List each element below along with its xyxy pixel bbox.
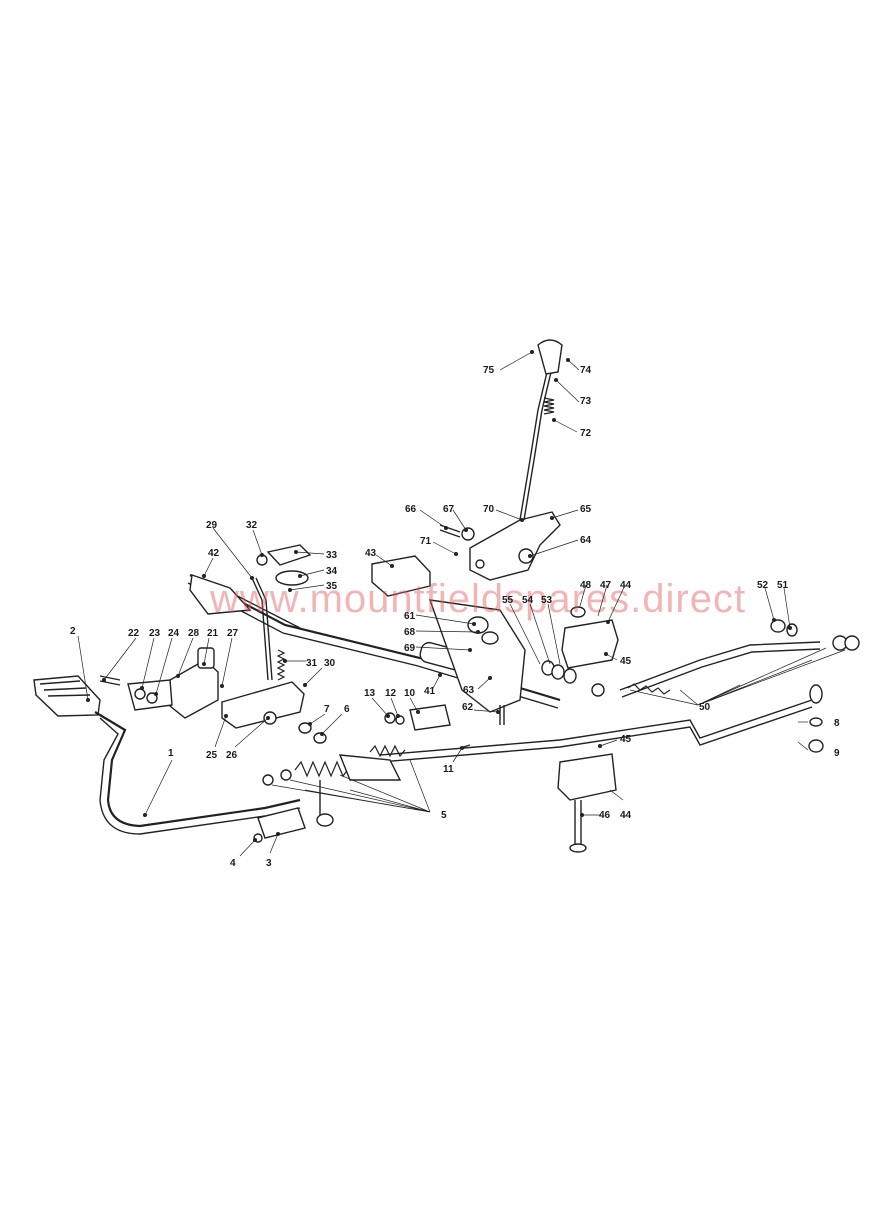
label-part-1: 1 bbox=[168, 748, 174, 759]
label-part-6: 6 bbox=[344, 704, 350, 715]
label-part-12: 12 bbox=[385, 688, 397, 699]
label-part-65: 65 bbox=[580, 504, 592, 515]
label-part-42: 42 bbox=[208, 548, 220, 559]
watermark-text: www.mountfieldspares.direct bbox=[209, 577, 746, 621]
block-43 bbox=[371, 555, 431, 597]
label-part-11: 11 bbox=[443, 764, 454, 775]
leader-lines bbox=[77, 351, 846, 857]
label-part-29: 29 bbox=[206, 520, 218, 531]
label-part-71: 71 bbox=[420, 536, 432, 547]
label-part-4: 4 bbox=[230, 858, 236, 869]
label-part-10: 10 bbox=[404, 688, 416, 699]
label-part-26: 26 bbox=[226, 750, 238, 761]
label-part-74: 74 bbox=[580, 365, 592, 376]
label-part-45-lower: 45 bbox=[620, 734, 632, 745]
label-part-75: 75 bbox=[483, 365, 495, 376]
label-part-33: 33 bbox=[326, 550, 338, 561]
label-part-67: 67 bbox=[443, 504, 455, 515]
shift-lever bbox=[519, 339, 563, 521]
label-part-21: 21 bbox=[207, 628, 219, 639]
label-part-28: 28 bbox=[188, 628, 200, 639]
washers-51-52 bbox=[770, 619, 798, 637]
fasteners-8-9 bbox=[808, 717, 824, 753]
label-part-68: 68 bbox=[404, 627, 416, 638]
label-part-61: 61 bbox=[404, 611, 416, 622]
lever-42 bbox=[189, 574, 252, 615]
label-part-70: 70 bbox=[483, 504, 495, 515]
label-part-46: 46 bbox=[599, 810, 611, 821]
label-part-30: 30 bbox=[324, 658, 336, 669]
label-part-31: 31 bbox=[306, 658, 318, 669]
label-part-55: 55 bbox=[502, 595, 514, 606]
pedal-assembly bbox=[33, 675, 301, 835]
plate-26 bbox=[221, 681, 305, 729]
label-part-44-upper: 44 bbox=[620, 580, 632, 591]
label-part-22: 22 bbox=[128, 628, 140, 639]
part-number-labels: 1 2 3 4 5 6 7 8 9 10 11 12 13 21 22 23 2… bbox=[70, 365, 840, 869]
label-part-72: 72 bbox=[580, 428, 592, 439]
label-part-54: 54 bbox=[522, 595, 534, 606]
label-part-64: 64 bbox=[580, 535, 592, 546]
label-part-34: 34 bbox=[326, 566, 338, 577]
label-part-41: 41 bbox=[424, 686, 436, 697]
cam-plate-65 bbox=[469, 511, 561, 581]
label-part-45-upper: 45 bbox=[620, 656, 632, 667]
label-part-25: 25 bbox=[206, 750, 218, 761]
pedal-pad-33 bbox=[256, 544, 312, 586]
label-part-62: 62 bbox=[462, 702, 474, 713]
bolt-22 bbox=[99, 675, 158, 704]
label-part-24: 24 bbox=[168, 628, 180, 639]
label-part-73: 73 bbox=[580, 396, 592, 407]
rod-50 bbox=[379, 635, 860, 763]
label-part-53: 53 bbox=[541, 595, 553, 606]
rod-29 bbox=[251, 577, 286, 681]
label-part-66: 66 bbox=[405, 504, 417, 515]
washers-53-55 bbox=[541, 660, 605, 697]
label-part-69: 69 bbox=[404, 643, 416, 654]
spring-assembly-5 bbox=[262, 744, 406, 827]
label-part-13: 13 bbox=[364, 688, 376, 699]
label-part-35: 35 bbox=[326, 581, 338, 592]
bracket-61 bbox=[428, 599, 526, 713]
label-part-51: 51 bbox=[777, 580, 789, 591]
label-part-43: 43 bbox=[365, 548, 377, 559]
leader-dots bbox=[86, 350, 792, 842]
mount-44-lower bbox=[557, 753, 617, 853]
label-part-32: 32 bbox=[246, 520, 258, 531]
label-part-44-lower: 44 bbox=[620, 810, 632, 821]
label-part-50: 50 bbox=[699, 702, 711, 713]
label-part-2: 2 bbox=[70, 626, 76, 637]
label-part-9: 9 bbox=[834, 748, 840, 759]
label-part-63: 63 bbox=[463, 685, 475, 696]
label-part-7: 7 bbox=[324, 704, 330, 715]
mount-44-upper bbox=[561, 606, 619, 669]
label-part-3: 3 bbox=[266, 858, 272, 869]
bracket-10 bbox=[384, 704, 451, 731]
label-part-8: 8 bbox=[834, 718, 840, 729]
label-part-5: 5 bbox=[441, 810, 447, 821]
bracket-21 bbox=[127, 647, 219, 719]
label-part-48: 48 bbox=[580, 580, 592, 591]
label-part-47: 47 bbox=[600, 580, 612, 591]
label-part-27: 27 bbox=[227, 628, 239, 639]
label-part-23: 23 bbox=[149, 628, 161, 639]
label-part-52: 52 bbox=[757, 580, 769, 591]
bracket-3 bbox=[253, 807, 306, 843]
